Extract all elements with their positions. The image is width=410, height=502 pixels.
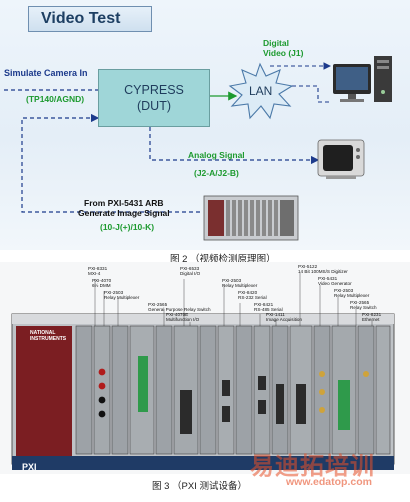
- controller-module: [16, 326, 72, 458]
- from-pxi-label: From PXI-5431 ARB: [84, 198, 164, 208]
- computer-illustration: [333, 56, 392, 102]
- analog-monitor-illustration: [317, 139, 365, 179]
- lan-starburst: [228, 62, 294, 120]
- callout-lines: [94, 273, 373, 326]
- dut-box: CYPRESS (DUT): [98, 69, 210, 127]
- simulate-camera-label: Simulate Camera In: [4, 68, 88, 78]
- analog-signal-label: Analog Signal: [188, 150, 245, 160]
- dut-subtitle: (DUT): [136, 99, 171, 113]
- lan-label: LAN: [249, 84, 273, 98]
- dut-name: CYPRESS: [124, 83, 184, 97]
- analog-pins-label: (J2-A/J2-B): [194, 168, 239, 178]
- watermark-chinese: 易迪拓培训: [250, 452, 375, 480]
- dmm-jacks: [98, 368, 106, 418]
- digital-video-label-2: Video (J1): [263, 48, 304, 58]
- generate-image-label: Generate Image Signal: [78, 208, 170, 218]
- pxi-pins-label: (10-J(+)/10-K): [100, 222, 155, 232]
- figure-3-caption: 图 3 （PXI 测试设备）: [152, 481, 248, 492]
- diagram-connections: [4, 56, 392, 241]
- pxi-generator-illustration: [203, 195, 299, 241]
- diagram-title: Video Test: [28, 6, 152, 32]
- terminal-block: [338, 380, 350, 430]
- chassis-pxi-label: PXI: [22, 462, 37, 472]
- tp-pin-label: (TP140/AGND): [26, 94, 85, 104]
- d-sub-connectors: [180, 376, 306, 434]
- module-slots: [75, 325, 391, 455]
- figure-2-caption: 图 2 （视频检测原理图）: [170, 254, 276, 265]
- terminal-block: [138, 356, 148, 412]
- pxi-generator-path: [21, 113, 200, 213]
- ni-logo: NATIONAL INSTRUMENTS: [30, 330, 67, 342]
- watermark-url: www.edatop.com: [286, 476, 372, 488]
- digital-video-label-1: Digital: [263, 38, 289, 48]
- bnc-connectors: [319, 371, 369, 413]
- analog-signal-path: [149, 127, 320, 165]
